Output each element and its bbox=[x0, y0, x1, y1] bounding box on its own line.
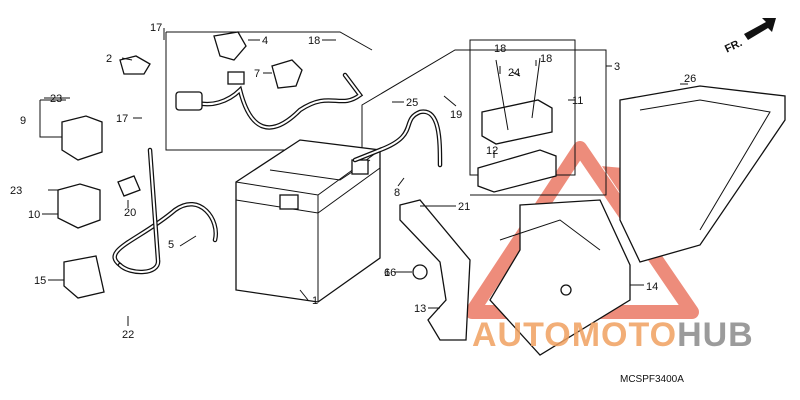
watermark-text-part2: HUB bbox=[677, 316, 754, 354]
direction-arrow bbox=[744, 18, 776, 40]
fuse-box-part bbox=[477, 57, 557, 193]
callout-14: 14 bbox=[646, 281, 658, 293]
callout-13: 13 bbox=[414, 303, 426, 315]
callout-12: 12 bbox=[486, 145, 498, 157]
callout-6: 6 bbox=[384, 267, 390, 279]
callout-16-visible: 16 bbox=[384, 267, 396, 279]
watermark-text-part1: AUTOMOTO bbox=[472, 316, 677, 354]
leader-lines bbox=[42, 28, 688, 326]
callout-19: 19 bbox=[450, 109, 462, 121]
wire-group-frame-top bbox=[166, 31, 373, 51]
callout-24: 24 bbox=[508, 67, 520, 79]
callout-17-top: 17 bbox=[150, 22, 162, 34]
callout-1: 1 bbox=[312, 295, 318, 307]
battery-bracket bbox=[399, 199, 471, 341]
callout-21: 21 bbox=[458, 201, 470, 213]
callout-labels: 1 2 3 4 5 6 7 8 9 10 11 12 13 14 15 16 1… bbox=[10, 22, 696, 341]
callout-22: 22 bbox=[122, 329, 134, 341]
cable-negative bbox=[112, 147, 219, 275]
callout-23-left: 23 bbox=[10, 185, 22, 197]
callout-26: 26 bbox=[684, 73, 696, 85]
cable-positive bbox=[352, 109, 443, 168]
callout-17-mid: 17 bbox=[116, 113, 128, 125]
direction-label: FR. bbox=[723, 37, 744, 55]
callout-2: 2 bbox=[106, 53, 112, 65]
side-cover bbox=[619, 85, 786, 263]
callout-20: 20 bbox=[124, 207, 136, 219]
callout-5: 5 bbox=[168, 239, 174, 251]
diagram-code: MCSPF3400A bbox=[620, 374, 684, 385]
callout-8: 8 bbox=[394, 187, 400, 199]
callout-10: 10 bbox=[28, 209, 40, 221]
battery-part bbox=[235, 139, 381, 303]
callout-23-top: 23 bbox=[50, 93, 62, 105]
callout-15: 15 bbox=[34, 275, 46, 287]
callout-11: 11 bbox=[572, 95, 583, 107]
callout-18-mid: 18 bbox=[494, 43, 506, 55]
callout-4: 4 bbox=[262, 35, 268, 47]
callout-3: 3 bbox=[614, 61, 620, 73]
wire-group-frame bbox=[165, 32, 607, 196]
callout-18-left: 18 bbox=[308, 35, 320, 47]
wire-harness bbox=[175, 31, 364, 130]
callout-9: 9 bbox=[20, 115, 26, 127]
relay-assembly bbox=[57, 55, 151, 299]
fuse-box-frame bbox=[469, 39, 576, 176]
callout-18-right: 18 bbox=[540, 53, 552, 65]
battery-tray bbox=[489, 199, 631, 356]
callout-25: 25 bbox=[406, 97, 418, 109]
bracket-9 bbox=[39, 99, 70, 138]
callout-7: 7 bbox=[254, 68, 260, 80]
watermark-text: AUTOMOTOHUB bbox=[472, 316, 754, 354]
